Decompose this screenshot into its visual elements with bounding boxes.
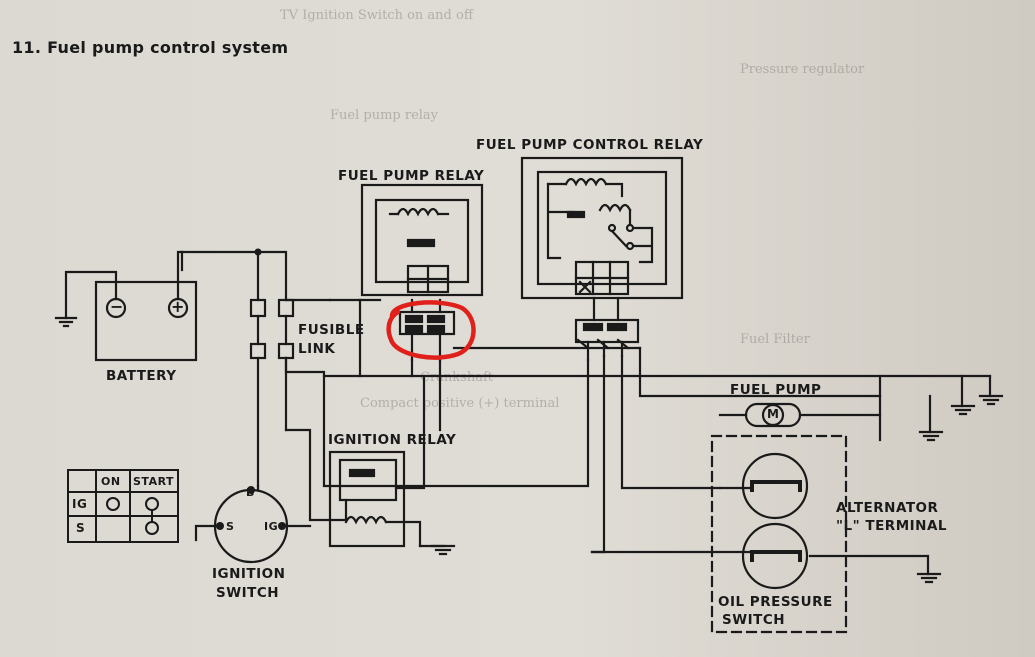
- control-relay-connector: [574, 296, 640, 362]
- page-title: 11. Fuel pump control system: [12, 38, 289, 57]
- alternator-label: "L" TERMINAL: [836, 518, 948, 534]
- fuel-pump-label: FUEL PUMP: [730, 382, 822, 398]
- oil-pressure-switch-label: SWITCH: [722, 612, 786, 628]
- ignition-switch-label: IGNITION: [212, 566, 286, 582]
- table-row-s: S: [76, 521, 86, 535]
- ghost-text: Pressure regulator: [740, 62, 865, 77]
- alternator-l-terminal: [718, 452, 809, 520]
- table-header-on: ON: [101, 475, 121, 488]
- fusible-link: [180, 250, 332, 488]
- fusible-link-label: FUSIBLE: [298, 322, 365, 338]
- battery-label: BATTERY: [106, 368, 177, 384]
- terminal-b-label: B: [246, 486, 255, 499]
- switch-position-table: [67, 469, 179, 543]
- alternator-oilswitch-box: [710, 434, 848, 634]
- ghost-text: Compact positive (+) terminal: [360, 396, 560, 411]
- fuel-pump-relay: [360, 183, 484, 297]
- ghost-text: TV Ignition Switch on and off: [280, 8, 474, 23]
- terminal-ig-label: IG: [264, 520, 279, 533]
- alternator-label: ALTERNATOR: [836, 500, 939, 516]
- ignition-switch-label: SWITCH: [216, 585, 280, 601]
- motor-label: M: [767, 407, 780, 421]
- ghost-text: Crankshaft: [420, 370, 493, 385]
- terminal-s-label: S: [226, 520, 235, 533]
- red-highlight-circle: [386, 300, 476, 360]
- fuel-pump-relay-label: FUEL PUMP RELAY: [338, 168, 485, 184]
- fuel-pump: [718, 402, 882, 428]
- table-header-start: START: [133, 475, 175, 488]
- ghost-text: Fuel Filter: [740, 332, 810, 347]
- battery: [54, 250, 198, 362]
- ignition-relay: [284, 374, 456, 556]
- oil-pressure-switch-label: OIL PRESSURE: [718, 594, 833, 610]
- ghost-text: Fuel pump relay: [330, 108, 439, 123]
- ignition-relay-label: IGNITION RELAY: [328, 432, 457, 448]
- fusible-link-label: LINK: [298, 341, 336, 357]
- minus-sign: −: [110, 297, 124, 316]
- plus-sign: +: [171, 297, 185, 316]
- ignition-switch: [194, 484, 312, 564]
- fuel-pump-control-relay: [520, 156, 684, 300]
- table-row-ig: IG: [72, 497, 88, 511]
- fuel-pump-control-relay-label: FUEL PUMP CONTROL RELAY: [476, 137, 704, 153]
- oil-pressure-switch: [590, 522, 942, 590]
